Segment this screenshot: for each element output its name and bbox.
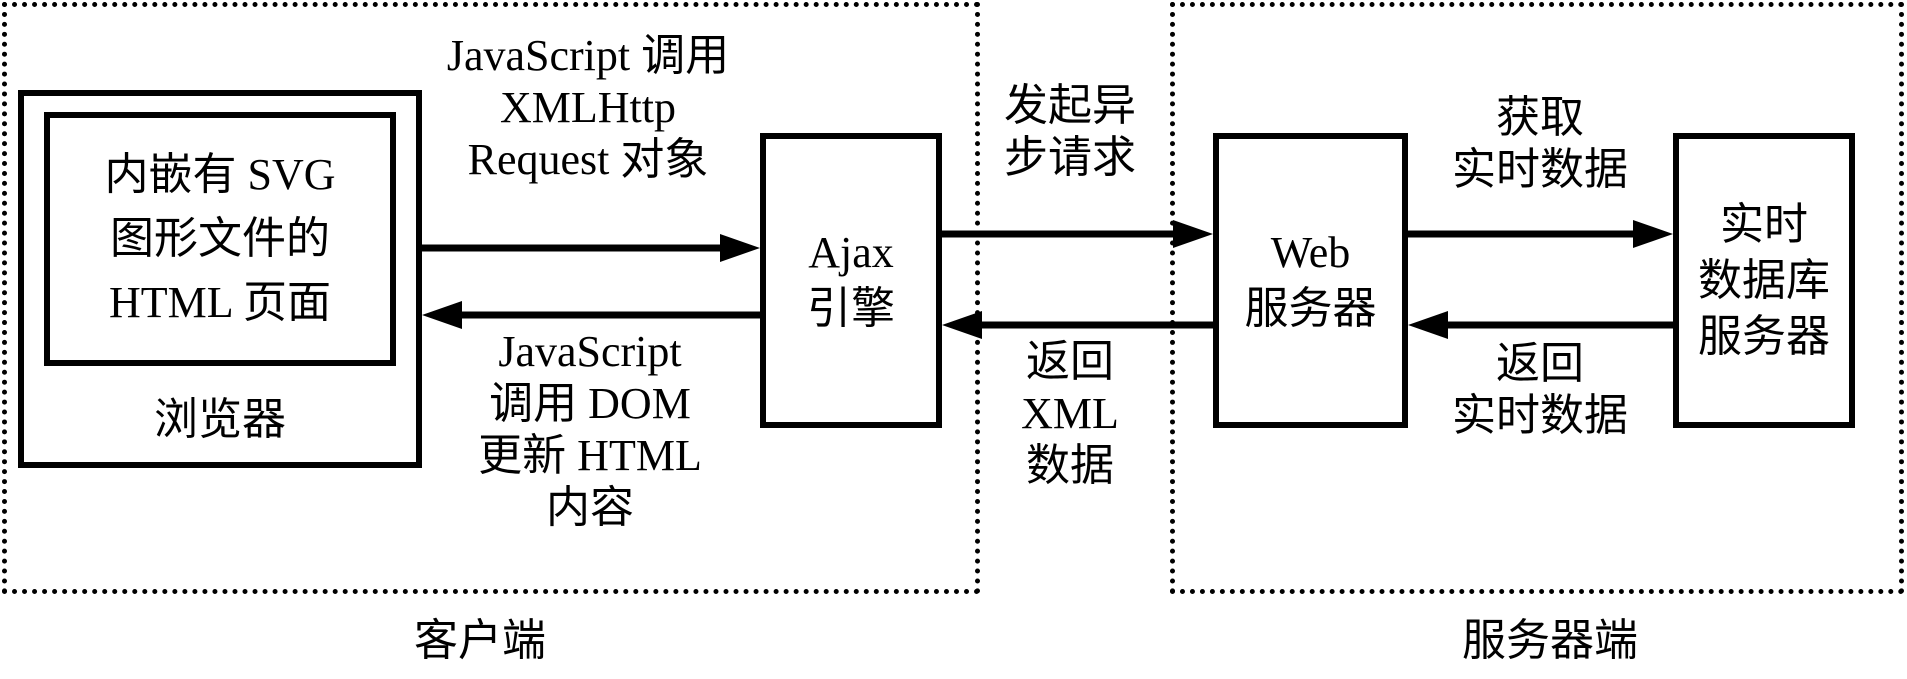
db-line-3: 服务器 bbox=[1698, 311, 1830, 361]
label-browser-to-ajax: JavaScript 调用 XMLHttp Request 对象 bbox=[418, 30, 758, 186]
label-line: 数据 bbox=[1026, 441, 1114, 490]
web-line-1: Web bbox=[1270, 227, 1351, 277]
ajax-line-2: 引擎 bbox=[807, 283, 895, 333]
server-caption: 服务器端 bbox=[1462, 616, 1638, 665]
label-line: 实时数据 bbox=[1452, 145, 1628, 194]
label-line: 实时数据 bbox=[1452, 391, 1628, 440]
label-ajax-to-browser: JavaScript 调用 DOM 更新 HTML 内容 bbox=[430, 326, 750, 534]
label-line: XMLHttp bbox=[500, 83, 676, 132]
realtime-db-server-box: 实时 数据库 服务器 bbox=[1673, 133, 1855, 428]
label-line: JavaScript 调用 bbox=[446, 31, 730, 80]
label-line: 步请求 bbox=[1004, 133, 1136, 182]
label-line: 调用 DOM bbox=[489, 379, 691, 428]
client-caption: 客户端 bbox=[414, 616, 546, 665]
browser-label: 浏览器 bbox=[154, 395, 286, 444]
label-line: XML bbox=[1021, 389, 1119, 438]
ajax-engine-box: Ajax 引擎 bbox=[760, 133, 942, 428]
server-region bbox=[1170, 2, 1904, 594]
label-line: Request 对象 bbox=[467, 135, 709, 184]
html-page-line-1: 内嵌有 SVG bbox=[104, 150, 336, 199]
label-web-to-ajax: 返回 XML 数据 bbox=[975, 336, 1165, 492]
db-line-2: 数据库 bbox=[1698, 255, 1830, 305]
label-line: 发起异 bbox=[1004, 81, 1136, 130]
html-page-line-3: HTML 页面 bbox=[108, 278, 332, 327]
label-web-to-db: 获取 实时数据 bbox=[1410, 92, 1670, 196]
label-line: 返回 bbox=[1496, 339, 1584, 388]
label-line: JavaScript bbox=[498, 327, 682, 376]
html-page-line-2: 图形文件的 bbox=[110, 214, 330, 263]
web-server-box: Web 服务器 bbox=[1213, 133, 1408, 428]
label-ajax-to-web: 发起异 步请求 bbox=[975, 80, 1165, 184]
label-line: 返回 bbox=[1026, 337, 1114, 386]
label-line: 获取 bbox=[1496, 93, 1584, 142]
label-line: 内容 bbox=[546, 483, 634, 532]
web-line-2: 服务器 bbox=[1244, 283, 1377, 333]
ajax-line-1: Ajax bbox=[808, 227, 894, 277]
html-page-box: 内嵌有 SVG 图形文件的 HTML 页面 bbox=[44, 112, 396, 366]
client-region bbox=[2, 2, 980, 594]
label-line: 更新 HTML bbox=[478, 431, 702, 480]
label-db-to-web: 返回 实时数据 bbox=[1410, 338, 1670, 442]
db-line-1: 实时 bbox=[1720, 199, 1808, 249]
